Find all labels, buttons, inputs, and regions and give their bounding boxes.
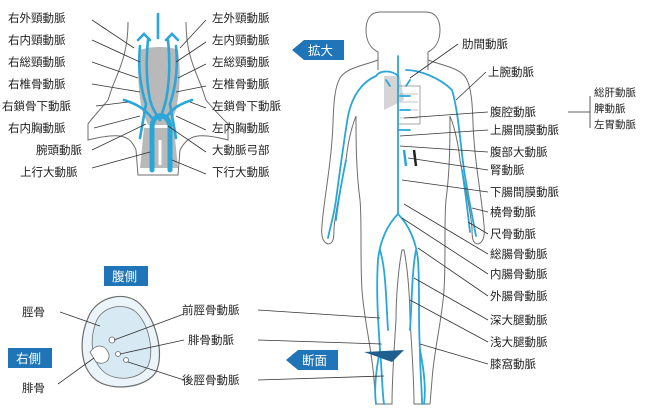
arrow-left-icon <box>286 350 298 370</box>
celiac-branch-labels: 総肝動脈 脾動脈 左胃動脈 <box>594 86 636 131</box>
section-leaders <box>57 309 385 385</box>
label-ventral: 腹側 <box>112 269 137 284</box>
label-intercostal: 肋間動脈 <box>462 37 508 51</box>
label-left-internal-thoracic: 左内胸動脈 <box>212 121 270 135</box>
enlarge-badge: 拡大 <box>292 40 344 60</box>
label-right-internal-carotid: 右内頸動脈 <box>8 33 66 47</box>
label-right-side: 右側 <box>16 351 41 366</box>
label-left-common-carotid: 左総頸動脈 <box>212 55 270 69</box>
neck-left-labels: 右外頸動脈 右内頸動脈 右総頸動脈 右椎骨動脈 右鎖骨下動脈 右内胸動脈 腕頭動… <box>2 11 82 179</box>
label-peroneal: 腓骨動脈 <box>188 333 234 347</box>
label-right-external-carotid: 右外頸動脈 <box>8 11 66 25</box>
section-labels: 脛骨 腓骨 前脛骨動脈 腓骨動脈 後脛骨動脈 <box>22 303 240 395</box>
label-tibia: 脛骨 <box>22 305 45 319</box>
label-popliteal: 膝窩動脈 <box>490 357 536 371</box>
label-brachial: 上腕動脈 <box>488 65 534 79</box>
label-posterior-tibial: 後脛骨動脈 <box>182 373 240 387</box>
label-renal: 腎動脈 <box>490 163 525 177</box>
label-left-internal-carotid: 左内頸動脈 <box>212 33 270 47</box>
label-common-iliac: 総腸骨動脈 <box>490 247 548 261</box>
body-right-leaders <box>399 43 591 365</box>
neck-left-leaders <box>91 19 151 169</box>
body-figure <box>321 11 485 405</box>
label-common-hepatic: 総肝動脈 <box>594 86 636 99</box>
label-abdominal-aorta: 腹部大動脈 <box>490 145 548 159</box>
arrow-left-icon <box>292 40 304 60</box>
label-ulnar: 尺骨動脈 <box>490 227 536 241</box>
label-fibula: 腓骨 <box>22 381 45 395</box>
label-deep-femoral: 深大腿動脈 <box>490 313 548 327</box>
label-left-gastric: 左胃動脈 <box>594 118 636 131</box>
label-anterior-tibial: 前脛骨動脈 <box>182 303 240 317</box>
label-aortic-arch: 大動脈弓部 <box>212 143 270 157</box>
body-right-labels: 肋間動脈 上腕動脈 腹腔動脈 上腸間膜動脈 腹部大動脈 腎動脈 下腸間膜動脈 橈… <box>462 37 559 371</box>
leg-cross-section: 腹側 右側 <box>8 266 161 388</box>
label-left-vertebral: 左椎骨動脈 <box>212 77 270 91</box>
svg-text:断面: 断面 <box>302 353 327 368</box>
label-ascending-aorta: 上行大動脈 <box>20 165 78 179</box>
neck-right-leaders <box>167 19 207 175</box>
label-right-subclavian: 右鎖骨下動脈 <box>2 99 71 113</box>
neck-right-labels: 左外頸動脈 左内頸動脈 左総頸動脈 左椎骨動脈 左鎖骨下動脈 左内胸動脈 大動脈… <box>212 11 281 179</box>
label-internal-iliac: 内腸骨動脈 <box>490 267 548 281</box>
label-descending-aorta: 下行大動脈 <box>212 165 270 179</box>
label-inferior-mesenteric: 下腸間膜動脈 <box>490 185 559 199</box>
label-external-iliac: 外腸骨動脈 <box>490 289 548 303</box>
label-celiac: 腹腔動脈 <box>490 105 536 119</box>
svg-text:拡大: 拡大 <box>308 43 333 58</box>
label-left-external-carotid: 左外頸動脈 <box>212 11 270 25</box>
label-superior-mesenteric: 上腸間膜動脈 <box>490 123 559 137</box>
label-right-internal-thoracic: 右内胸動脈 <box>8 121 66 135</box>
label-radial: 橈骨動脈 <box>490 205 536 219</box>
label-left-subclavian: 左鎖骨下動脈 <box>212 99 281 113</box>
label-brachiocephalic: 腕頭動脈 <box>36 143 82 157</box>
label-splenic: 脾動脈 <box>594 102 626 115</box>
label-right-common-carotid: 右総頸動脈 <box>8 55 66 69</box>
label-right-vertebral: 右椎骨動脈 <box>8 77 66 91</box>
section-badge: 断面 <box>286 350 338 370</box>
label-superficial-femoral: 浅大腿動脈 <box>490 335 548 349</box>
neck-enlargement <box>87 12 229 176</box>
